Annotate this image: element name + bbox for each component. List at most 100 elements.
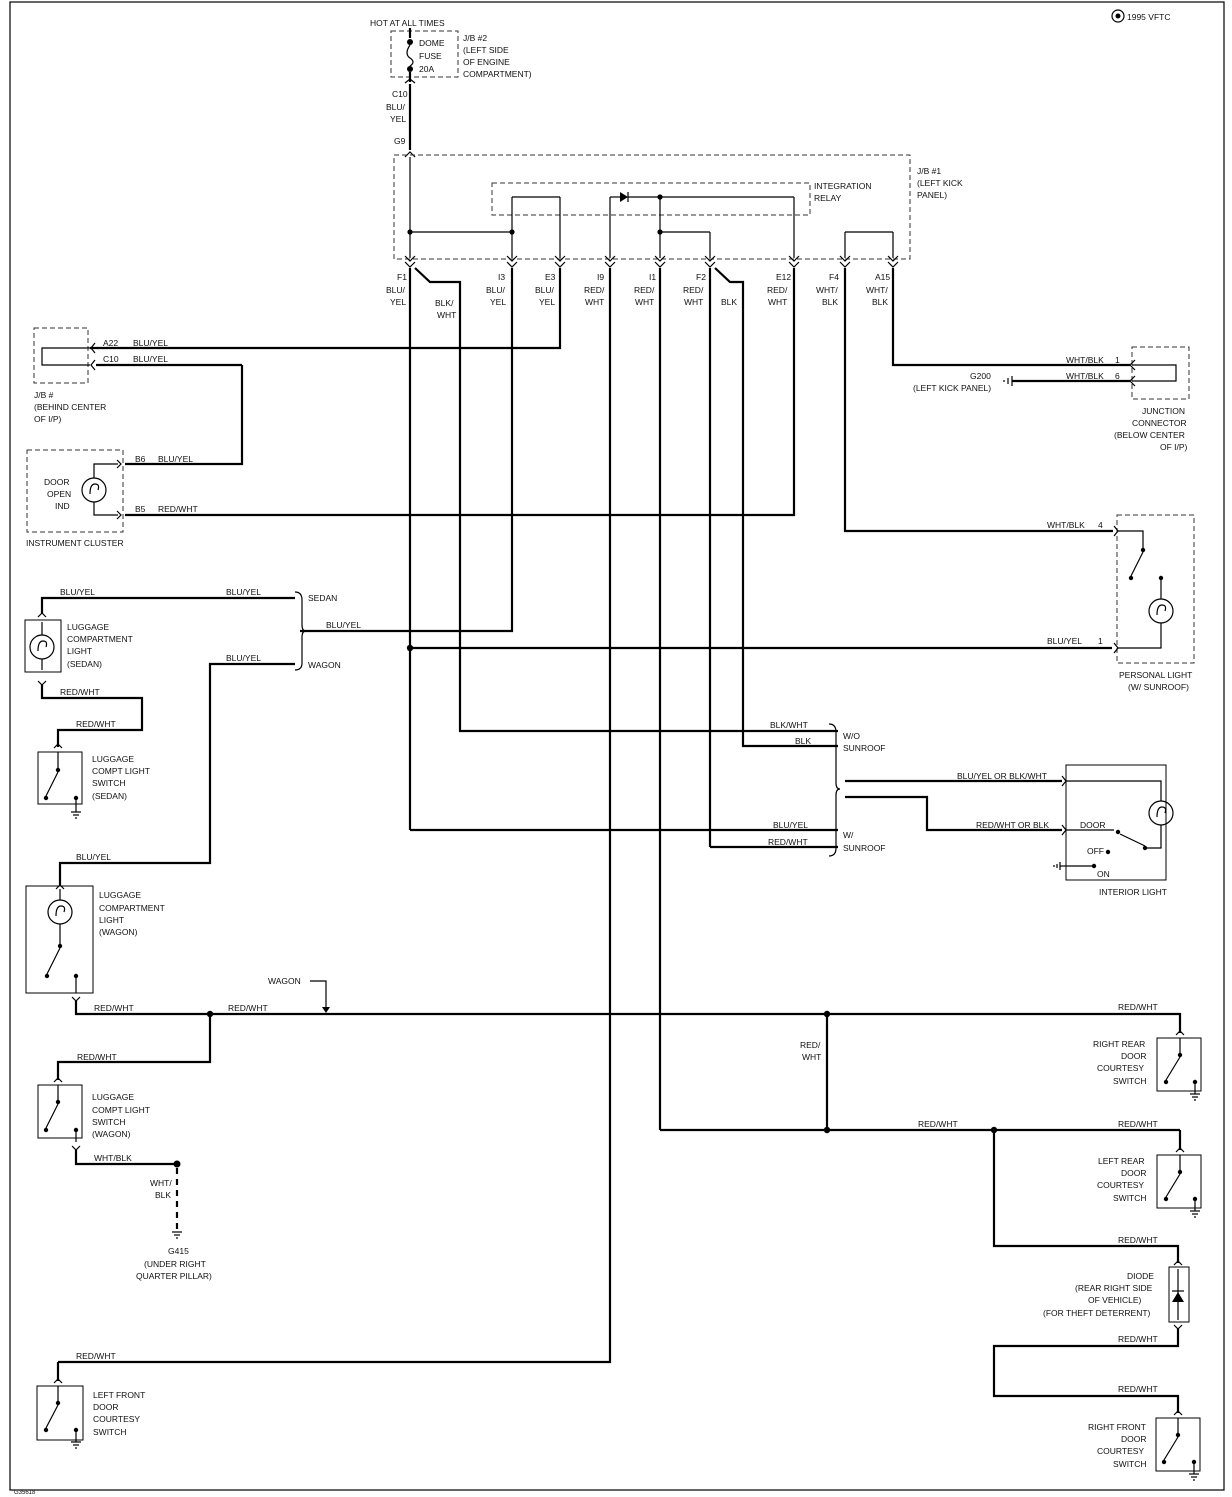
fuse-name-line1: DOME bbox=[419, 38, 445, 48]
fuse-terminal-top bbox=[407, 39, 413, 45]
rf-switch-contact-icon bbox=[1163, 1436, 1179, 1461]
pin-i3-label: I3 bbox=[498, 272, 505, 282]
relay-label-line2: RELAY bbox=[814, 193, 842, 203]
instrument-cluster: DOOR OPEN IND B6 BLU/YEL B5 RED/WHT INST… bbox=[26, 449, 198, 548]
junction-label-line4: OF I/P) bbox=[1160, 442, 1188, 452]
junction-label-line2: CONNECTOR bbox=[1132, 418, 1187, 428]
f1-branch-wire1: BLK/ bbox=[435, 298, 454, 308]
lug-sedan-light-line1: LUGGAGE bbox=[67, 622, 109, 632]
lug-wagon-wire3: RED/WHT bbox=[77, 1052, 117, 1062]
diode-label-line4: (FOR THEFT DETERRENT) bbox=[1043, 1308, 1151, 1318]
luggage-switch-sedan-contact-icon bbox=[45, 771, 59, 797]
jb-center-box bbox=[33, 327, 89, 384]
c10-pin-label: C10 bbox=[392, 89, 408, 99]
lug-sedan-light-line3: LIGHT bbox=[67, 646, 92, 656]
lr-label-line2: DOOR bbox=[1121, 1168, 1147, 1178]
luggage-switch-wagon-box bbox=[37, 1084, 83, 1139]
lug-sedan-switch-line1: LUGGAGE bbox=[92, 754, 134, 764]
lug-sedan-switch-line3: SWITCH bbox=[92, 778, 126, 788]
interior-light-label: INTERIOR LIGHT bbox=[1099, 887, 1167, 897]
diode-label-line1: DIODE bbox=[1127, 1271, 1154, 1281]
lug-wagon-gnd-wire: WHT/BLK bbox=[94, 1153, 132, 1163]
luggage-light-sedan-bulb-icon bbox=[29, 634, 55, 660]
lf-label-line1: LEFT FRONT bbox=[93, 1390, 145, 1400]
interior-off-label: OFF bbox=[1087, 846, 1104, 856]
sedan-wagon-brace bbox=[294, 591, 307, 671]
rr-label-line4: SWITCH bbox=[1113, 1076, 1147, 1086]
luggage-light-sedan-box bbox=[24, 619, 62, 673]
w-wire1-label: BLU/YEL bbox=[773, 820, 808, 830]
c10-pin-label: C10 bbox=[103, 354, 119, 364]
lf-wire-label: RED/WHT bbox=[76, 1351, 116, 1361]
jb2-label-line2: (LEFT SIDE bbox=[463, 45, 509, 55]
rear-vert-wire2: WHT bbox=[802, 1052, 821, 1062]
f1-branch-wire2: WHT bbox=[437, 310, 456, 320]
wo-wire1-label: BLK/WHT bbox=[770, 720, 808, 730]
luggage-switch-wagon: LUGGAGE COMPT LIGHT SWITCH (WAGON) WHT/B… bbox=[37, 1077, 212, 1281]
lf-label-line4: SWITCH bbox=[93, 1427, 127, 1437]
interior-door-label: DOOR bbox=[1080, 820, 1106, 830]
g200-location: (LEFT KICK PANEL) bbox=[913, 383, 991, 393]
g415-location-line1: (UNDER RIGHT bbox=[144, 1259, 206, 1269]
wagon-wire-label: BLU/YEL bbox=[226, 653, 261, 663]
mid-wire-label: RED/WHT bbox=[918, 1119, 958, 1129]
personal-wire-top: WHT/BLK bbox=[1047, 520, 1085, 530]
b5-pin-label: B5 bbox=[135, 504, 146, 514]
diode-label-line2: (REAR RIGHT SIDE bbox=[1075, 1283, 1153, 1293]
wagon-tag: WAGON bbox=[268, 976, 301, 986]
junction-pin2: 6 bbox=[1115, 371, 1120, 381]
fuse-wire-line1: BLU/ bbox=[386, 102, 406, 112]
personal-light: WHT/BLK 4 BLU/YEL 1 PERSONAL LIGHT (W/ S… bbox=[1047, 514, 1195, 692]
personal-light-switch-icon bbox=[1130, 551, 1144, 577]
luggage-light-sedan: LUGGAGE COMPARTMENT LIGHT (SEDAN) RED/WH… bbox=[24, 612, 144, 747]
lr-switch-box bbox=[1156, 1154, 1202, 1209]
junction-pin1: 1 bbox=[1115, 355, 1120, 365]
jb1-label-line1: J/B #1 bbox=[917, 166, 941, 176]
interior-wire-bottom: RED/WHT OR BLK bbox=[976, 820, 1049, 830]
sedan-lamp-wire: BLU/YEL bbox=[60, 587, 95, 597]
cluster-name: INSTRUMENT CLUSTER bbox=[26, 538, 124, 548]
mid-wire-label: BLU/YEL bbox=[326, 620, 361, 630]
pin-f4-wire2: BLK bbox=[822, 297, 838, 307]
c10-connector-mark bbox=[404, 78, 416, 84]
pin-i9-label: I9 bbox=[597, 272, 604, 282]
rr-switch-contact-icon bbox=[1165, 1056, 1181, 1081]
jb2-box bbox=[390, 30, 459, 78]
luggage-switch-sedan: LUGGAGE COMPT LIGHT SWITCH (SEDAN) bbox=[37, 743, 150, 819]
interior-light: BLU/YEL OR BLK/WHT RED/WHT OR BLK DOOR O… bbox=[957, 764, 1174, 897]
door-open-ind-line3: IND bbox=[55, 501, 70, 511]
wo-wire2-label: BLK bbox=[795, 736, 811, 746]
pin-i3-wire2: YEL bbox=[490, 297, 506, 307]
pin-f1-wire1: BLU/ bbox=[386, 285, 406, 295]
lug-sedan-wire1: RED/WHT bbox=[60, 687, 100, 697]
main-wires bbox=[58, 267, 1130, 1364]
pin-f2-label: F2 bbox=[696, 272, 706, 282]
lug-wagon-light-line2: COMPARTMENT bbox=[99, 903, 165, 913]
lr-label-line4: SWITCH bbox=[1113, 1193, 1147, 1203]
relay-label-line1: INTEGRATION bbox=[814, 181, 871, 191]
sunroof-selector: W/O SUNROOF W/ SUNROOF BLK/WHT BLK BLU/Y… bbox=[410, 720, 1062, 857]
lf-label-line3: COURTESY bbox=[93, 1414, 140, 1424]
personal-wire-bottom: BLU/YEL bbox=[1047, 636, 1082, 646]
rf-label-line2: DOOR bbox=[1121, 1434, 1147, 1444]
hot-at-all-times-label: HOT AT ALL TIMES bbox=[370, 18, 445, 28]
copyright-text: 1995 VFTC bbox=[1127, 12, 1170, 22]
junction-connector-box bbox=[1131, 346, 1190, 400]
image-code: G35618 bbox=[14, 1490, 36, 1496]
lug-wagon-wire2: RED/WHT bbox=[228, 1003, 268, 1013]
jb1-label-line2: (LEFT KICK bbox=[917, 178, 963, 188]
junction-connector: WHT/BLK 1 WHT/BLK 6 G200 (LEFT KICK PANE… bbox=[913, 346, 1190, 452]
lug-wagon-light-line3: LIGHT bbox=[99, 915, 124, 925]
a22-pin-label: A22 bbox=[103, 338, 118, 348]
w-wire2-label: RED/WHT bbox=[768, 837, 808, 847]
pin-f4-wire1: WHT/ bbox=[816, 285, 838, 295]
lug-wagon-wire1: RED/WHT bbox=[94, 1003, 134, 1013]
fuse-name-line2: FUSE bbox=[419, 51, 442, 61]
sedan-wire-label: BLU/YEL bbox=[226, 587, 261, 597]
wo-sunroof-line1: W/O bbox=[843, 731, 860, 741]
splice-dot bbox=[823, 1126, 831, 1134]
jb-center-label-line1: J/B # bbox=[34, 390, 54, 400]
jb2-label-line4: COMPARTMENT) bbox=[463, 69, 532, 79]
jb1-box bbox=[393, 154, 911, 260]
luggage-light-wagon-bulb-icon bbox=[47, 899, 73, 925]
